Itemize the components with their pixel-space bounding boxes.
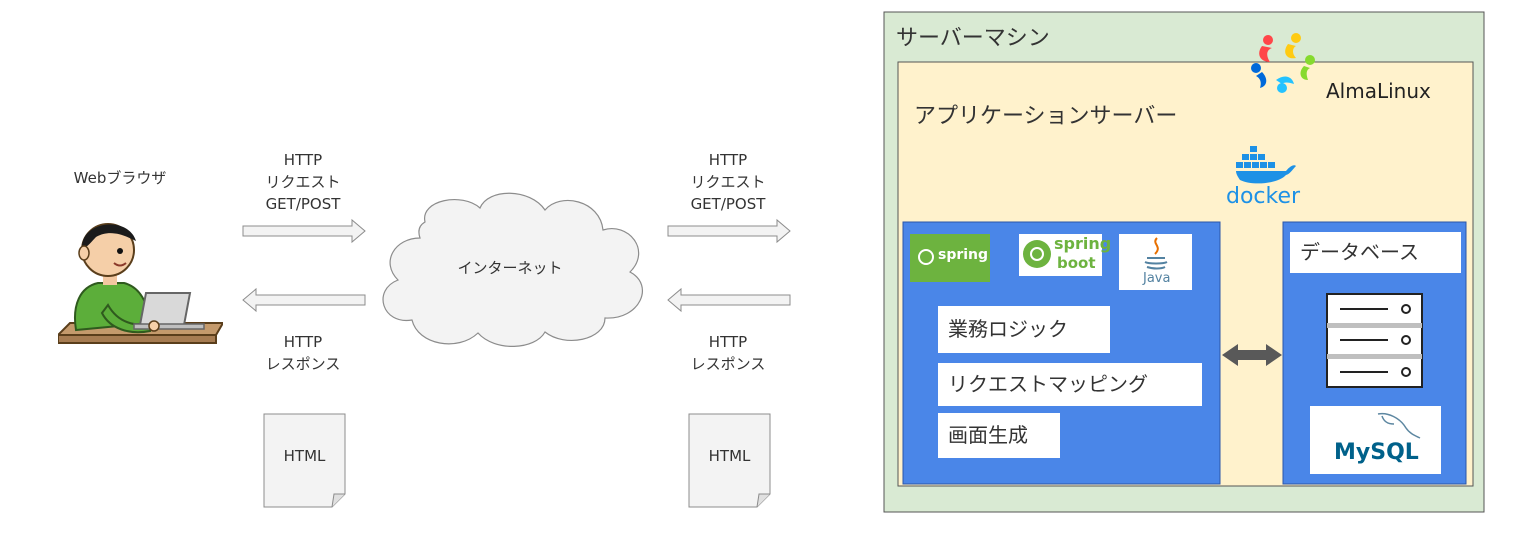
java-cup-icon: [1144, 237, 1168, 270]
power-icon: [1023, 240, 1051, 268]
left-html-document: [263, 413, 346, 508]
server-rack-icon: [1326, 293, 1423, 388]
database-label: データベース: [1290, 232, 1461, 273]
spring-leaf-icon: [918, 249, 934, 265]
java-logo: Java: [1119, 234, 1192, 290]
module-request-mapping: リクエストマッピング: [938, 363, 1202, 406]
left-response-label: HTTP レスポンス: [265, 333, 341, 373]
mysql-logo-text: MySQL: [1334, 440, 1419, 465]
os-label: AlmaLinux: [1326, 79, 1431, 103]
right-html-label: HTML: [708, 447, 751, 465]
internet-cloud: [382, 192, 643, 347]
left-request-label: HTTP リクエスト GET/POST: [265, 151, 341, 213]
docker-label: docker: [1226, 184, 1301, 209]
dolphin-icon: [1377, 412, 1421, 439]
left-request-arrow: [242, 218, 366, 244]
spring-boot-line1: spring: [1054, 234, 1112, 253]
left-html-label: HTML: [283, 447, 326, 465]
right-response-label: HTTP レスポンス: [690, 333, 766, 373]
right-response-arrow: [667, 287, 791, 313]
spring-logo: spring: [910, 234, 990, 282]
module-business-logic: 業務ロジック: [938, 306, 1110, 353]
server-machine-label: サーバーマシン: [896, 26, 1050, 51]
right-request-label: HTTP リクエスト GET/POST: [690, 151, 766, 213]
spring-logo-text: spring: [938, 247, 989, 263]
internet-label: インターネット: [457, 259, 563, 277]
mysql-logo: MySQL: [1310, 406, 1441, 474]
right-request-arrow: [667, 218, 791, 244]
docker-logo-icon: [1236, 144, 1296, 184]
app-server-label: アプリケーションサーバー: [914, 104, 1178, 129]
right-html-document: [688, 413, 771, 508]
java-logo-text: Java: [1143, 271, 1171, 286]
spring-boot-line2: boot: [1057, 254, 1096, 272]
app-db-double-arrow: [1222, 344, 1282, 366]
left-response-arrow: [242, 287, 366, 313]
user-at-laptop-icon: [55, 205, 225, 350]
spring-boot-logo: spring boot: [1019, 234, 1111, 276]
module-screen-generation: 画面生成: [938, 413, 1060, 458]
browser-label: Webブラウザ: [73, 169, 167, 187]
almalinux-logo-icon: [1248, 28, 1318, 100]
